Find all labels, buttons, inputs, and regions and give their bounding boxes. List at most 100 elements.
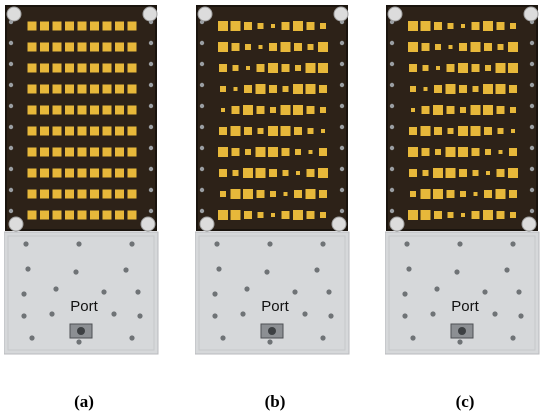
patch-element xyxy=(281,22,290,30)
patch-element xyxy=(245,149,251,155)
patch-element xyxy=(485,65,491,71)
patch-element xyxy=(496,106,505,114)
patch-element xyxy=(420,21,431,31)
patch-element xyxy=(409,64,417,72)
patch-element xyxy=(472,170,479,176)
patch-element xyxy=(509,148,517,156)
patch-element xyxy=(320,212,326,218)
screw-hole xyxy=(404,241,410,247)
patch-element xyxy=(77,168,87,178)
patch-element xyxy=(115,126,124,136)
edge-screw xyxy=(8,40,14,46)
patch-element xyxy=(321,129,325,133)
patch-element xyxy=(458,63,468,73)
substrate-edge xyxy=(386,5,538,231)
patch-element xyxy=(115,63,124,73)
edge-screw xyxy=(529,61,535,67)
patch-element xyxy=(280,42,291,52)
patch-element xyxy=(102,147,112,157)
patch-element xyxy=(65,63,74,73)
screw-hole xyxy=(53,286,59,292)
patch-element xyxy=(408,21,418,31)
patch-element xyxy=(218,21,228,31)
patch-element xyxy=(52,84,62,94)
patch-element xyxy=(461,213,465,217)
patch-element xyxy=(293,210,303,220)
edge-screw xyxy=(529,40,535,46)
patch-element xyxy=(484,190,492,198)
screw-hole xyxy=(137,313,143,319)
edge-screw xyxy=(529,124,535,130)
patch-element xyxy=(496,22,505,30)
patch-element xyxy=(446,64,455,72)
patch-element xyxy=(508,42,518,52)
caption-c: (c) xyxy=(455,392,475,411)
patch-element xyxy=(102,21,112,31)
patch-element xyxy=(470,42,481,52)
patch-element xyxy=(280,126,291,136)
patch-element xyxy=(458,126,468,136)
patch-element xyxy=(77,63,87,73)
patch-element xyxy=(77,21,87,31)
patch-element xyxy=(219,64,227,72)
patch-element xyxy=(510,107,516,113)
screw-hole xyxy=(482,289,488,295)
antenna-board-b xyxy=(195,5,350,355)
edge-screw xyxy=(339,61,345,67)
patch-element xyxy=(127,189,137,199)
edge-screw xyxy=(8,103,14,109)
edge-screw xyxy=(529,103,535,109)
patch-element xyxy=(508,63,518,73)
screw-hole xyxy=(212,313,218,319)
patch-element xyxy=(422,170,429,176)
edge-screw xyxy=(148,208,154,214)
screw-hole xyxy=(457,241,463,247)
edge-screw xyxy=(148,124,154,130)
standoff xyxy=(331,216,347,232)
patch-element xyxy=(280,105,291,115)
patch-element xyxy=(218,147,228,157)
patch-element xyxy=(230,210,241,220)
patch-element xyxy=(115,189,124,199)
patch-element xyxy=(459,85,467,93)
patch-element xyxy=(306,106,315,114)
patch-element xyxy=(232,65,239,71)
patch-element xyxy=(257,23,264,29)
patch-element xyxy=(305,189,316,199)
standoff xyxy=(387,6,403,22)
patch-element xyxy=(40,189,49,199)
patch-element xyxy=(447,212,454,218)
patch-element xyxy=(52,21,62,31)
patch-element xyxy=(90,21,99,31)
patch-element xyxy=(495,84,506,94)
patch-element xyxy=(319,190,327,198)
patch-element xyxy=(483,105,493,115)
patch-element xyxy=(508,168,518,178)
patch-element xyxy=(484,43,492,51)
patch-element xyxy=(65,126,74,136)
edge-screw xyxy=(8,208,14,214)
patch-element xyxy=(269,169,277,177)
edge-screw xyxy=(8,145,14,151)
edge-screw xyxy=(389,124,395,130)
screw-hole xyxy=(302,311,308,317)
patch-element xyxy=(221,108,225,112)
patch-element xyxy=(294,190,302,198)
patch-element xyxy=(408,147,418,157)
patch-element xyxy=(243,189,253,199)
patch-element xyxy=(77,210,87,220)
patch-element xyxy=(245,44,251,50)
patch-element xyxy=(102,168,112,178)
edge-screw xyxy=(148,40,154,46)
patch-element xyxy=(52,147,62,157)
patch-element xyxy=(52,168,62,178)
patch-element xyxy=(295,149,301,155)
edge-screw xyxy=(199,208,205,214)
patch-element xyxy=(307,44,314,50)
patch-element xyxy=(496,169,505,177)
patch-element xyxy=(433,189,443,199)
patch-element xyxy=(256,106,265,114)
screw-hole xyxy=(73,269,79,275)
edge-screw xyxy=(8,166,14,172)
patch-element xyxy=(90,84,99,94)
